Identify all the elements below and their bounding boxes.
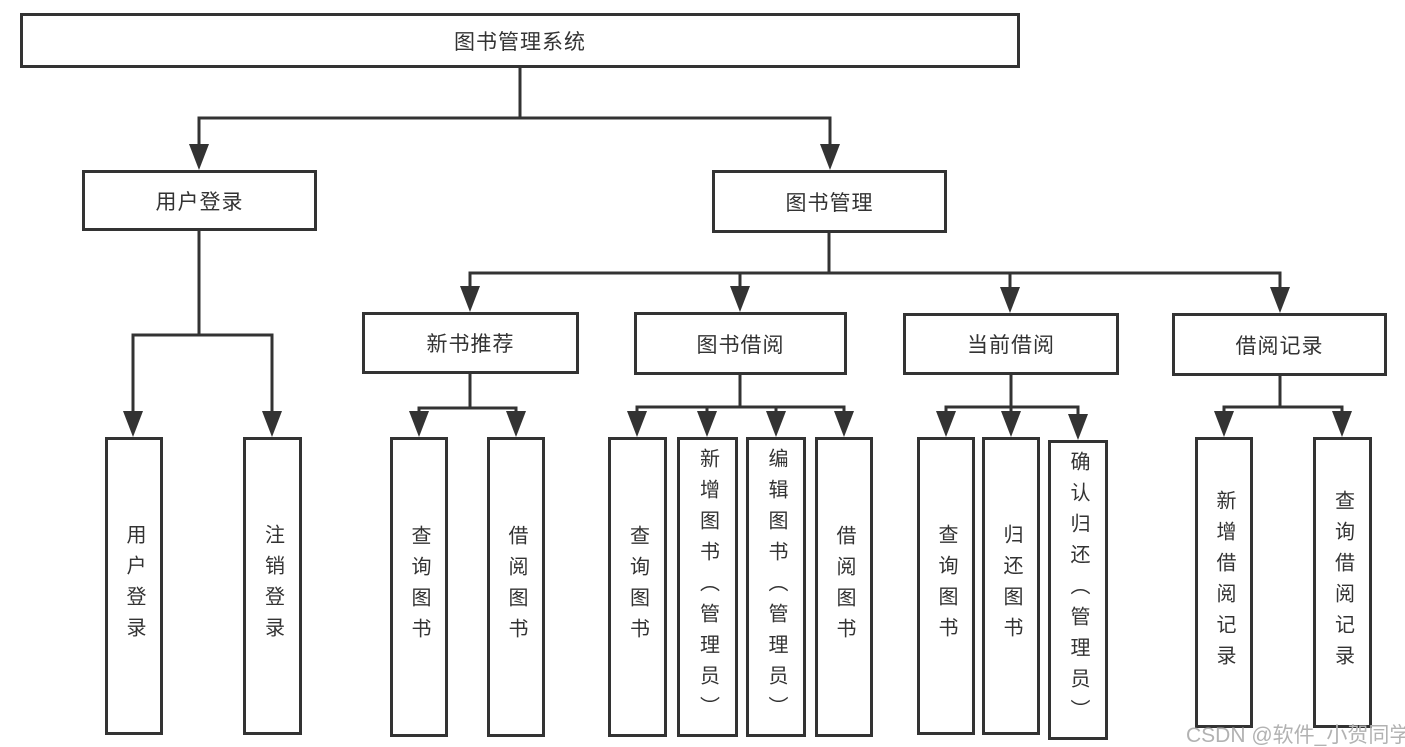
arrowhead-down-icon xyxy=(1270,287,1290,313)
node-current-borrowing: 当前借阅 xyxy=(903,313,1119,375)
node-leaf-confirm-return-admin: 确认归还（管理员） xyxy=(1048,440,1108,740)
node-leaf-borrow-books: 借阅图书 xyxy=(487,437,545,737)
node-label: 查询图书 xyxy=(626,525,649,649)
node-book-management: 图书管理 xyxy=(712,170,947,233)
node-leaf-query-books: 查询图书 xyxy=(608,437,667,737)
node-new-book-recommend: 新书推荐 xyxy=(362,312,579,374)
node-leaf-query-borrow-record: 查询借阅记录 xyxy=(1313,437,1372,728)
arrowhead-down-icon xyxy=(627,411,647,437)
node-leaf-borrow-books: 借阅图书 xyxy=(815,437,873,737)
arrowhead-down-icon xyxy=(936,411,956,437)
node-user-login: 用户登录 xyxy=(82,170,317,231)
arrowhead-down-icon xyxy=(409,411,429,437)
node-label: 用户登录 xyxy=(123,524,145,648)
node-label: 查询图书 xyxy=(935,524,957,648)
arrowhead-down-icon xyxy=(1068,414,1088,440)
arrowhead-down-icon xyxy=(1001,411,1021,437)
node-label: 查询图书 xyxy=(408,525,430,649)
node-label: 新增借阅记录 xyxy=(1213,489,1235,676)
arrowhead-down-icon xyxy=(730,286,750,312)
arrowhead-down-icon xyxy=(834,411,854,437)
node-label: 确认归还（管理员） xyxy=(1067,450,1089,730)
arrowhead-down-icon xyxy=(820,144,840,170)
node-label: 图书管理系统 xyxy=(454,30,586,54)
node-label: 归还图书 xyxy=(1000,524,1022,648)
node-label: 图书借阅 xyxy=(696,333,785,357)
connector-newbooks-to-leaves xyxy=(417,374,518,418)
node-label: 新增图书（管理员） xyxy=(696,447,719,727)
arrowhead-down-icon xyxy=(506,411,526,437)
node-label: 用户登录 xyxy=(155,190,244,214)
arrowhead-down-icon xyxy=(460,286,480,312)
node-label: 查询借阅记录 xyxy=(1331,489,1354,676)
connector-records-to-leaves xyxy=(1222,375,1344,418)
arrowhead-down-icon xyxy=(189,144,209,170)
node-book-borrowing: 图书借阅 xyxy=(634,312,847,375)
arrowhead-down-icon xyxy=(1214,411,1234,437)
node-label: 编辑图书（管理员） xyxy=(765,447,787,727)
node-leaf-edit-books-admin: 编辑图书（管理员） xyxy=(746,437,806,737)
node-label: 借阅图书 xyxy=(833,525,855,649)
connector-borrowing-to-leaves xyxy=(635,374,846,418)
node-label: 注销登录 xyxy=(261,524,284,648)
node-leaf-query-books: 查询图书 xyxy=(917,437,975,735)
node-library-system: 图书管理系统 xyxy=(20,13,1020,68)
node-label: 借阅记录 xyxy=(1235,334,1324,358)
arrowhead-down-icon xyxy=(1000,287,1020,313)
connector-userlogin-to-leaves xyxy=(131,230,274,417)
node-leaf-logout: 注销登录 xyxy=(243,437,302,735)
node-label: 当前借阅 xyxy=(967,334,1055,357)
node-leaf-add-borrow-record: 新增借阅记录 xyxy=(1195,437,1253,728)
node-leaf-user-login: 用户登录 xyxy=(105,437,163,735)
arrowhead-down-icon xyxy=(262,411,282,437)
node-leaf-return-books: 归还图书 xyxy=(982,437,1040,735)
arrowhead-down-icon xyxy=(697,411,717,437)
node-leaf-query-books: 查询图书 xyxy=(390,437,448,737)
connector-bookmgmt-to-level3 xyxy=(468,233,1282,293)
node-label: 借阅图书 xyxy=(505,525,527,649)
node-label: 新书推荐 xyxy=(426,333,515,356)
arrowhead-down-icon xyxy=(766,411,786,437)
arrowhead-down-icon xyxy=(123,411,143,437)
arrowhead-down-icon xyxy=(1332,411,1352,437)
node-leaf-add-books-admin: 新增图书（管理员） xyxy=(677,437,738,737)
connector-root-to-level2 xyxy=(197,68,832,150)
watermark: CSDN @软件_小贺同学 xyxy=(1186,724,1405,747)
node-borrow-records: 借阅记录 xyxy=(1172,313,1387,376)
node-label: 图书管理 xyxy=(785,191,874,215)
